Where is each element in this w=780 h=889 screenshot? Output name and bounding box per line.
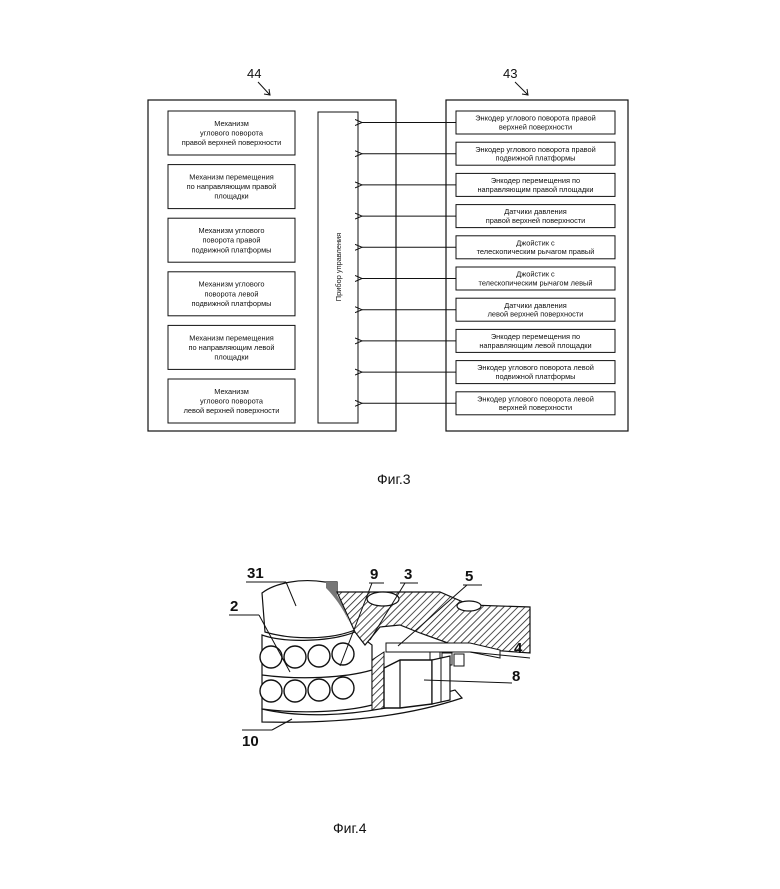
upper-cylinder — [262, 581, 355, 638]
ref-5-label: 5 — [465, 568, 473, 585]
sensor-label: подвижной платформы — [496, 154, 576, 163]
mechanism-label: площадки — [214, 353, 248, 362]
hatched-side-wall — [372, 652, 384, 712]
ref-4-label: 4 — [514, 640, 523, 657]
roller-ball — [308, 645, 330, 667]
fig4-caption: Фиг.4 — [333, 820, 367, 836]
sensor-label: Энкодер углового поворота левой — [477, 394, 594, 403]
sensor-label: Энкодер углового поворота правой — [475, 145, 596, 154]
roller-ball — [284, 680, 306, 702]
gear-tooth — [454, 654, 464, 666]
mechanism-label: подвижной платформы — [192, 245, 272, 254]
ref-44-leader — [258, 82, 270, 95]
mechanism-label: углового поворота — [200, 129, 264, 138]
ref-10-label: 10 — [242, 733, 259, 750]
sensor-label: верхней поверхности — [499, 403, 572, 412]
mechanism-label: Механизм — [214, 119, 249, 128]
sensor-label: Датчики давления — [504, 207, 567, 216]
ref-2-label: 2 — [230, 598, 238, 615]
mechanism-label: поворота правой — [203, 236, 261, 245]
sensor-label: направляющим правой площадки — [477, 185, 593, 194]
mechanism-label: углового поворота — [200, 397, 264, 406]
fig3-caption: Фиг.3 — [377, 471, 411, 487]
roller-ball — [260, 680, 282, 702]
sensor-label: левой верхней поверхности — [488, 310, 584, 319]
mechanism-label: по направляющим левой — [188, 343, 274, 352]
ref-9-label: 9 — [370, 566, 378, 583]
mechanism-label: площадки — [214, 192, 248, 201]
mechanism-label: подвижной платформы — [192, 299, 272, 308]
sensor-label: телескопическим рычагом правый — [477, 247, 595, 256]
sensor-label: Энкодер углового поворота левой — [477, 363, 594, 372]
ref-43-label: 43 — [503, 66, 517, 81]
actuator-unit-frame — [148, 100, 396, 431]
sensor-label: Датчики давления — [504, 301, 567, 310]
mechanism-label: по направляющим правой — [187, 182, 277, 191]
roller-ball — [284, 646, 306, 668]
ref-43-leader — [515, 82, 528, 95]
mechanism-label: Механизм — [214, 387, 249, 396]
roller-ball — [332, 677, 354, 699]
fig4-bearing-drawing: 31 2 9 3 5 4 8 10 Фиг.4 — [229, 565, 530, 836]
mechanism-boxes: Механизмуглового поворотаправой верхней … — [168, 111, 295, 423]
mechanism-label: поворота левой — [204, 289, 258, 298]
mechanism-label: левой верхней поверхности — [184, 406, 280, 415]
sensor-label: Джойстик с — [516, 238, 555, 247]
mechanism-label: Механизм углового — [199, 280, 265, 289]
ref-3-label: 3 — [404, 566, 412, 583]
fig3-block-diagram: 44 43 Прибор управления Механизмуглового… — [148, 66, 628, 487]
sensor-label: правой верхней поверхности — [486, 216, 586, 225]
sensor-label: направляющим левой площадки — [479, 341, 591, 350]
sensor-label: Джойстик с — [516, 270, 555, 279]
sensor-label: Энкодер перемещения по — [491, 176, 580, 185]
control-device-label: Прибор управления — [334, 233, 343, 301]
mechanism-label: Механизм углового — [199, 226, 265, 235]
drive-block — [384, 660, 432, 708]
mechanism-label: правой верхней поверхности — [182, 138, 282, 147]
sensor-label: телескопическим рычагом левый — [479, 278, 593, 287]
ref-44-label: 44 — [247, 66, 261, 81]
ref-8-label: 8 — [512, 668, 520, 685]
sensor-label: верхней поверхности — [499, 122, 572, 131]
sensor-label: Энкодер углового поворота правой — [475, 114, 596, 123]
housing-bolt-hole — [457, 601, 481, 611]
mechanism-label: Механизм перемещения — [189, 333, 274, 342]
sensor-boxes: Энкодер углового поворота правойверхней … — [362, 111, 615, 415]
roller-ball — [332, 643, 354, 665]
housing-bolt-hole — [367, 592, 399, 606]
ref-31-label: 31 — [247, 565, 264, 582]
mechanism-label: Механизм перемещения — [189, 173, 274, 182]
roller-ball — [260, 646, 282, 668]
sensor-label: Энкодер перемещения по — [491, 332, 580, 341]
sensor-label: подвижной платформы — [496, 372, 576, 381]
roller-ball — [308, 679, 330, 701]
